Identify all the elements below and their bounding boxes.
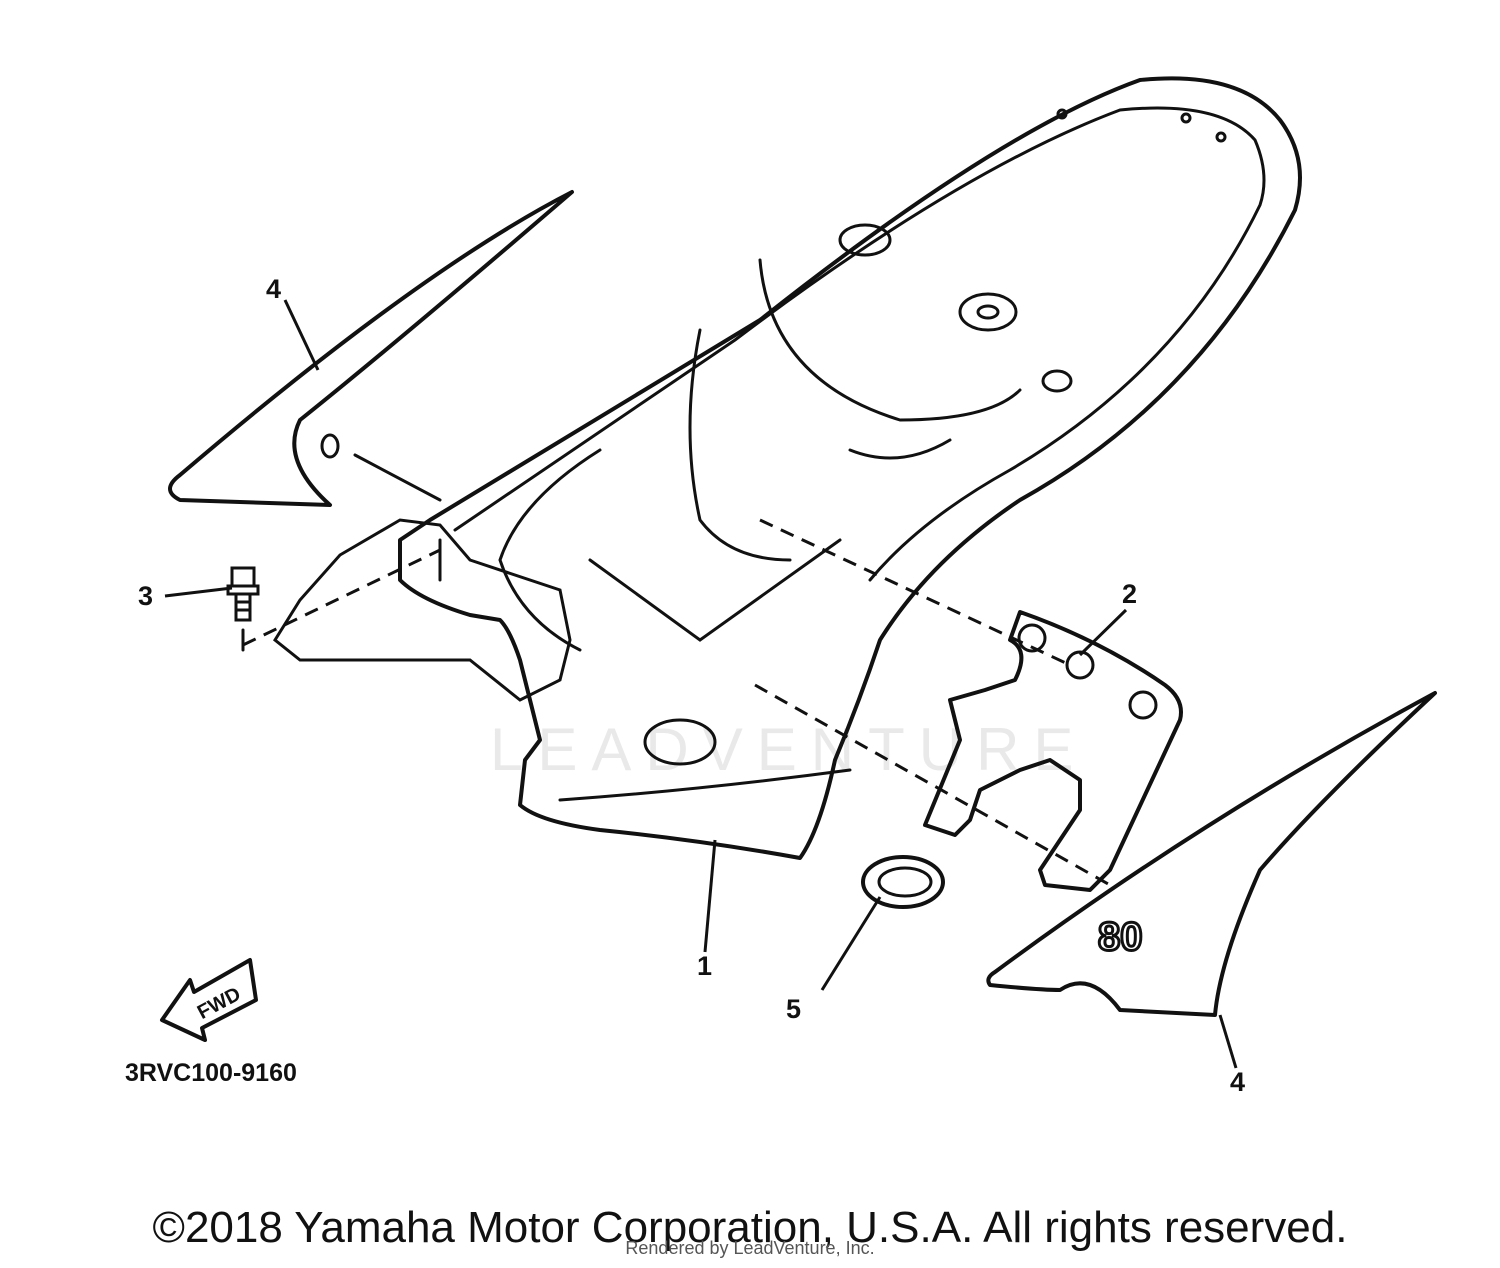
side-cover-left-part xyxy=(168,190,574,507)
leader-line xyxy=(164,586,233,598)
assembly-line xyxy=(754,683,1111,887)
leader-line xyxy=(703,839,717,953)
side-cover-right-part: 80 xyxy=(986,691,1437,1017)
assembly-line xyxy=(759,518,1071,667)
rendered-by-notice: Rendered by LeadVenture, Inc. xyxy=(625,1238,875,1258)
bracket-part xyxy=(923,610,1183,892)
leader-line xyxy=(1078,608,1128,657)
fwd-arrow-icon: FWD xyxy=(160,958,258,1042)
callout-5: 5 xyxy=(786,994,801,1024)
callout-2: 2 xyxy=(1122,579,1137,609)
callout-1: 1 xyxy=(697,951,712,981)
callout-3: 3 xyxy=(138,581,153,611)
leader-line xyxy=(283,299,320,371)
decal-number: 80 xyxy=(1098,915,1143,959)
assembly-line xyxy=(353,453,442,502)
part-code: 3RVC100-9160 xyxy=(125,1059,297,1087)
callout-4-left: 4 xyxy=(266,274,281,304)
bolt-part xyxy=(226,566,260,622)
rear-fender-part xyxy=(273,76,1302,860)
grommet-part xyxy=(861,855,945,909)
callout-4-right: 4 xyxy=(1230,1067,1245,1097)
leader-line xyxy=(1218,1014,1238,1069)
leader-line xyxy=(820,896,882,991)
watermark: LEADVENTURE xyxy=(490,716,1087,783)
assembly-line xyxy=(242,548,441,647)
copyright-notice: ©2018 Yamaha Motor Corporation, U.S.A. A… xyxy=(152,1203,1348,1252)
